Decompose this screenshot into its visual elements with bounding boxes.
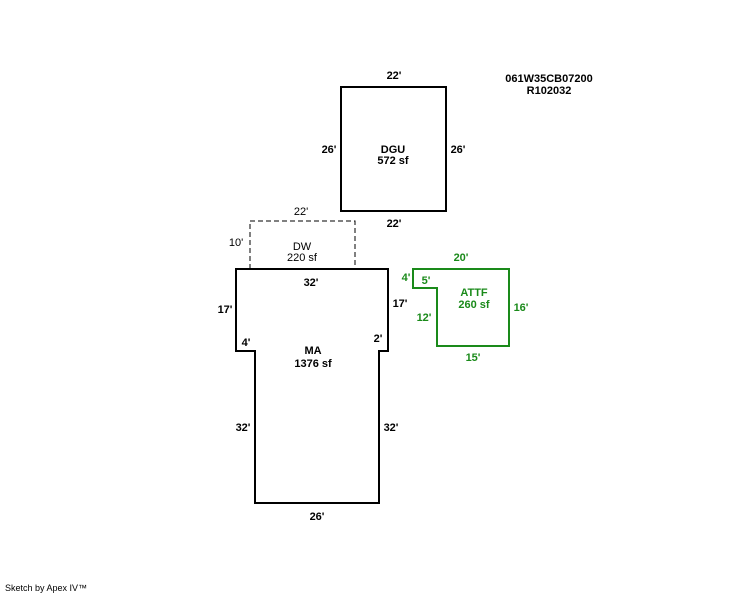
ma-outline (235, 268, 389, 504)
attf-outline (412, 268, 510, 347)
attf-area: 20' 4' 5' 12' 16' 15' ATTF 260 sf (402, 252, 529, 364)
attf-dim-top: 20' (454, 252, 469, 264)
dw-area-value: 220 sf (287, 252, 318, 264)
ma-dim-top: 32' (304, 277, 319, 289)
dgu-dim-bottom: 22' (387, 218, 402, 230)
dw-dim-top: 22' (294, 206, 308, 218)
dw-area: 22' 10' DW 220 sf (229, 206, 356, 269)
attf-dim-left-upper: 4' (402, 272, 411, 284)
dgu-label: DGU (381, 144, 406, 156)
dw-dim-left: 10' (229, 237, 243, 249)
dgu-area-value: 572 sf (377, 155, 409, 167)
attf-dim-left-lower: 12' (417, 312, 432, 324)
dw-label: DW (293, 241, 312, 253)
ma-dim-right-step: 2' (374, 333, 383, 345)
parcel-id: 061W35CB07200 (505, 73, 592, 85)
attf-label: ATTF (460, 287, 488, 299)
dw-outline (249, 220, 356, 269)
ma-area-value: 1376 sf (294, 358, 332, 370)
ma-dim-bottom: 26' (310, 511, 325, 523)
sketch-credit: Sketch by Apex IV™ (5, 583, 88, 593)
dgu-area: 22' 26' 26' 22' DGU 572 sf (322, 70, 466, 230)
ma-dim-left-lower: 32' (236, 422, 251, 434)
attf-dim-bottom: 15' (466, 352, 481, 364)
dgu-dim-top: 22' (387, 70, 402, 82)
dgu-dim-right: 26' (451, 144, 466, 156)
ma-area: 32' 17' 17' 4' 2' 32' 32' 26' MA 1376 sf (218, 268, 408, 523)
attf-dim-step: 5' (422, 275, 431, 287)
dgu-dim-left: 26' (322, 144, 337, 156)
ma-dim-left-step: 4' (242, 337, 251, 349)
dgu-outline (340, 86, 447, 212)
ma-dim-left-upper: 17' (218, 304, 233, 316)
attf-dim-right: 16' (514, 302, 529, 314)
ma-dim-right-upper: 17' (393, 298, 408, 310)
ma-label: MA (304, 345, 321, 357)
attf-area-value: 260 sf (458, 299, 490, 311)
ma-dim-right-lower: 32' (384, 422, 399, 434)
account-number: R102032 (527, 85, 572, 97)
